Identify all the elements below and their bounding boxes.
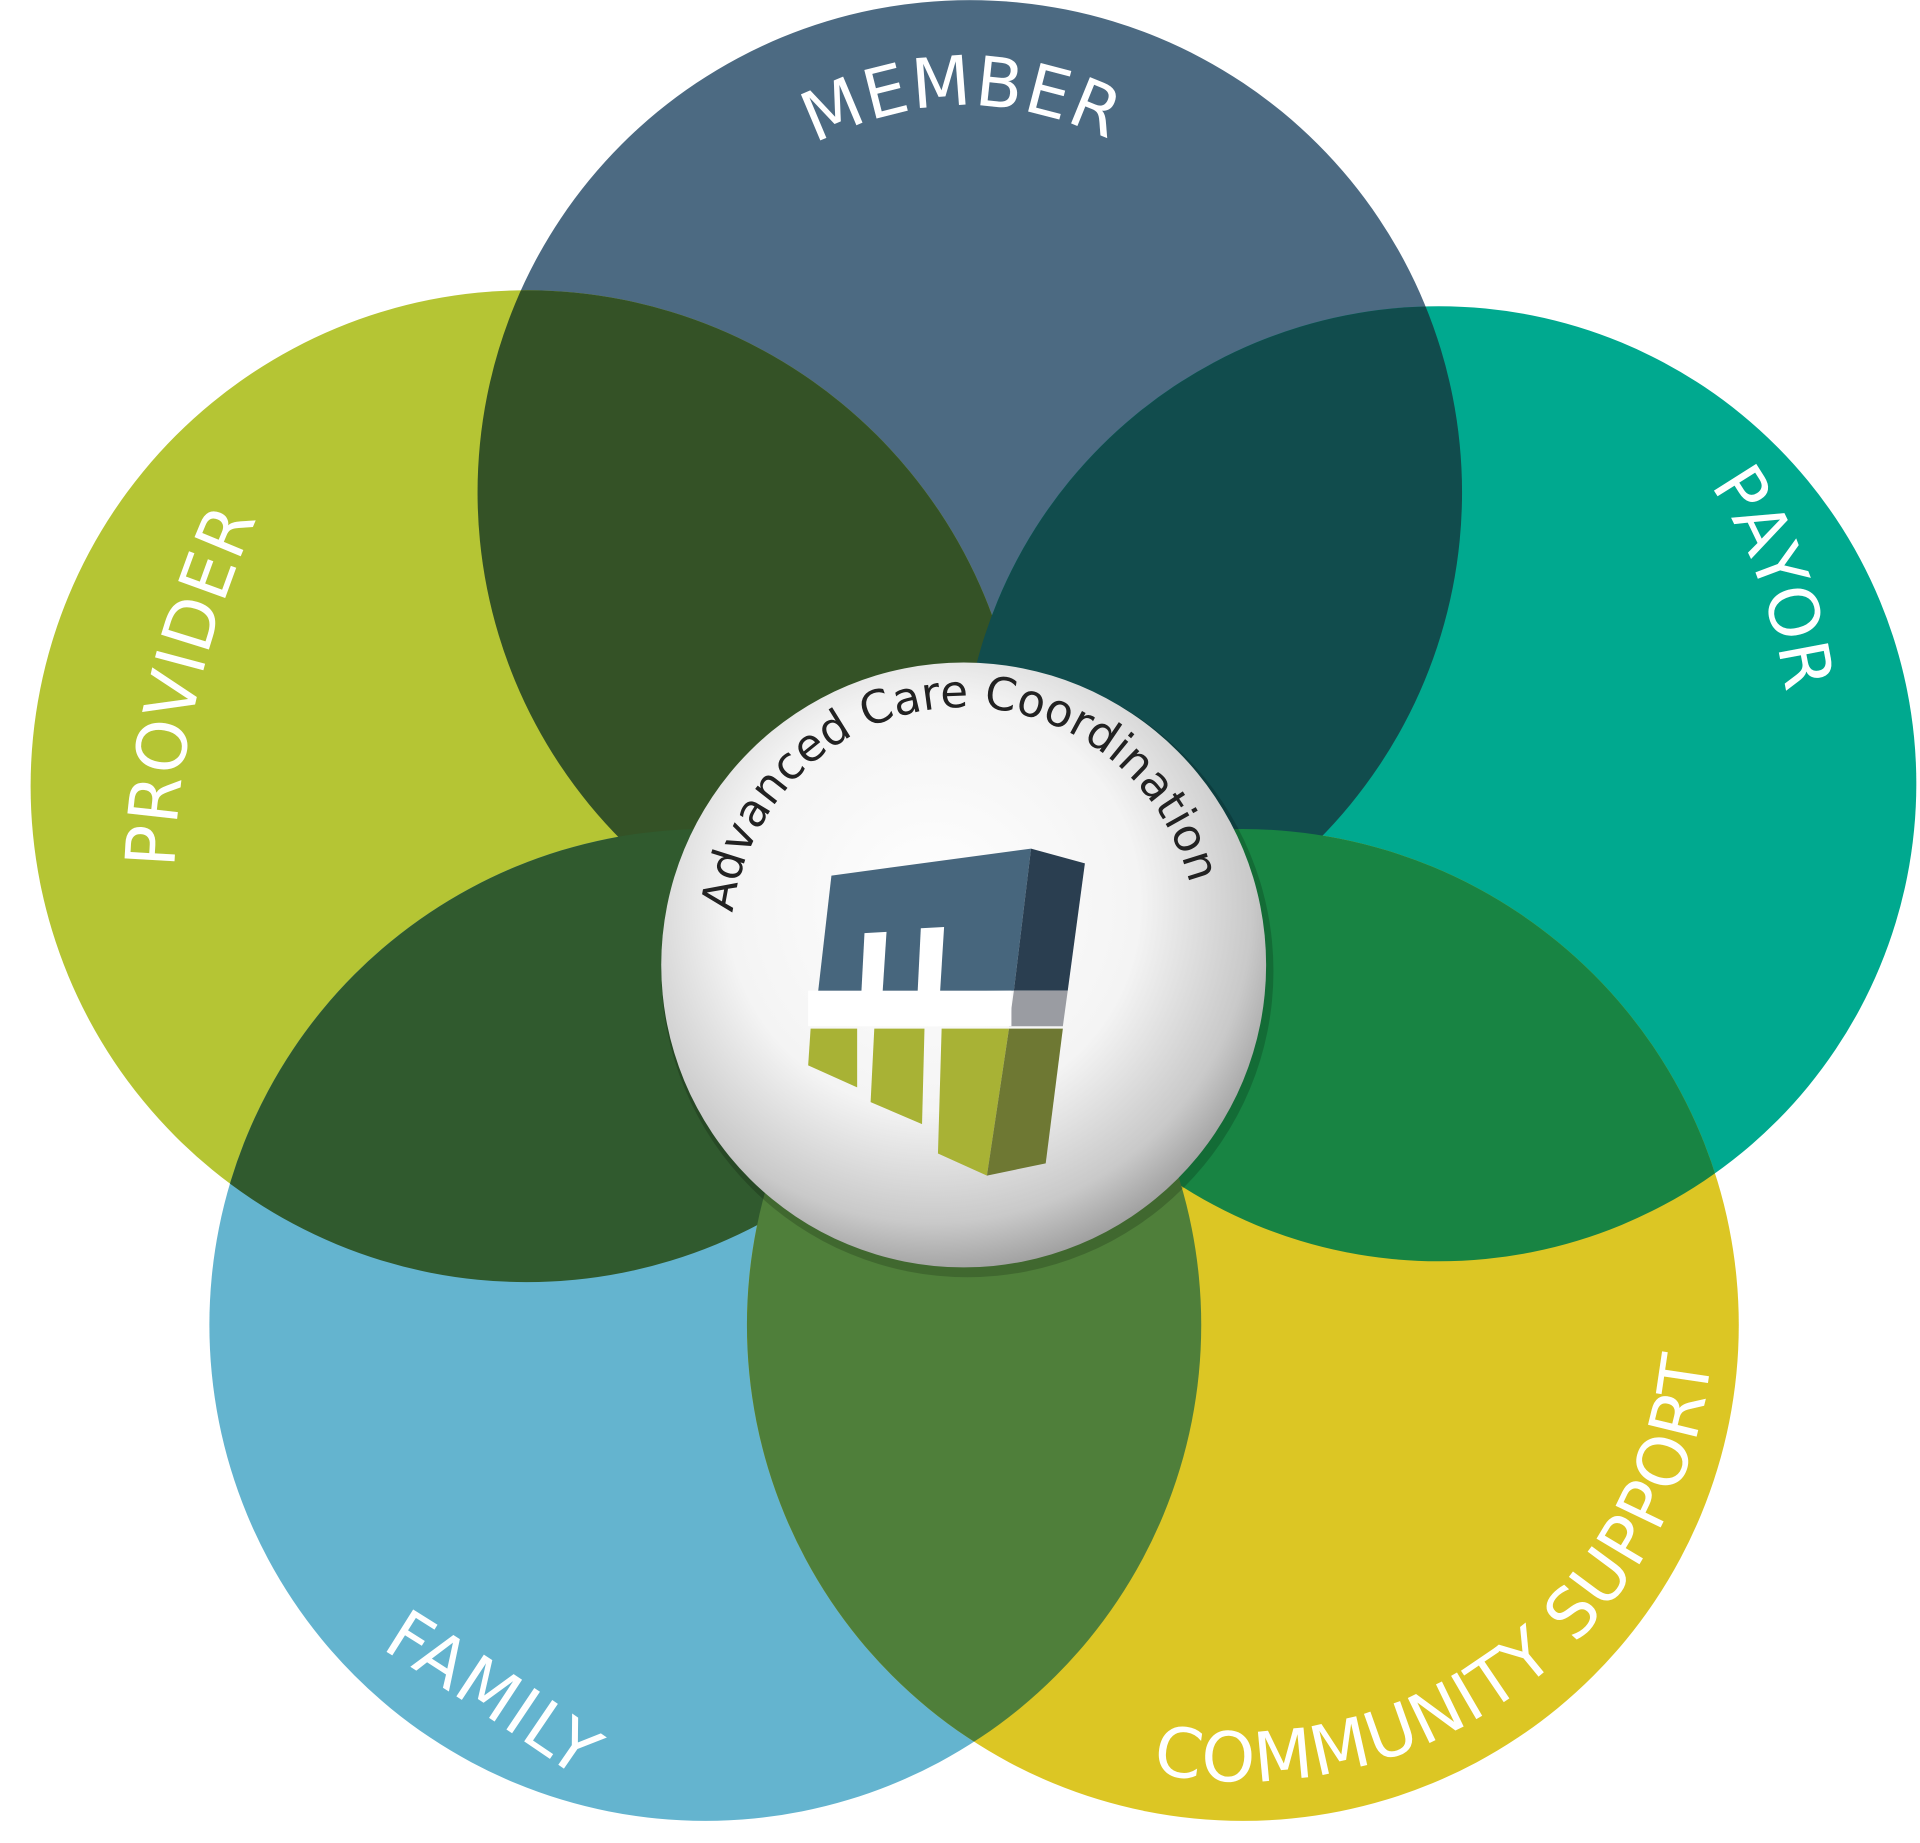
center-badge: Advanced Care Coordination bbox=[661, 662, 1274, 1278]
logo-icon bbox=[808, 848, 1085, 1176]
